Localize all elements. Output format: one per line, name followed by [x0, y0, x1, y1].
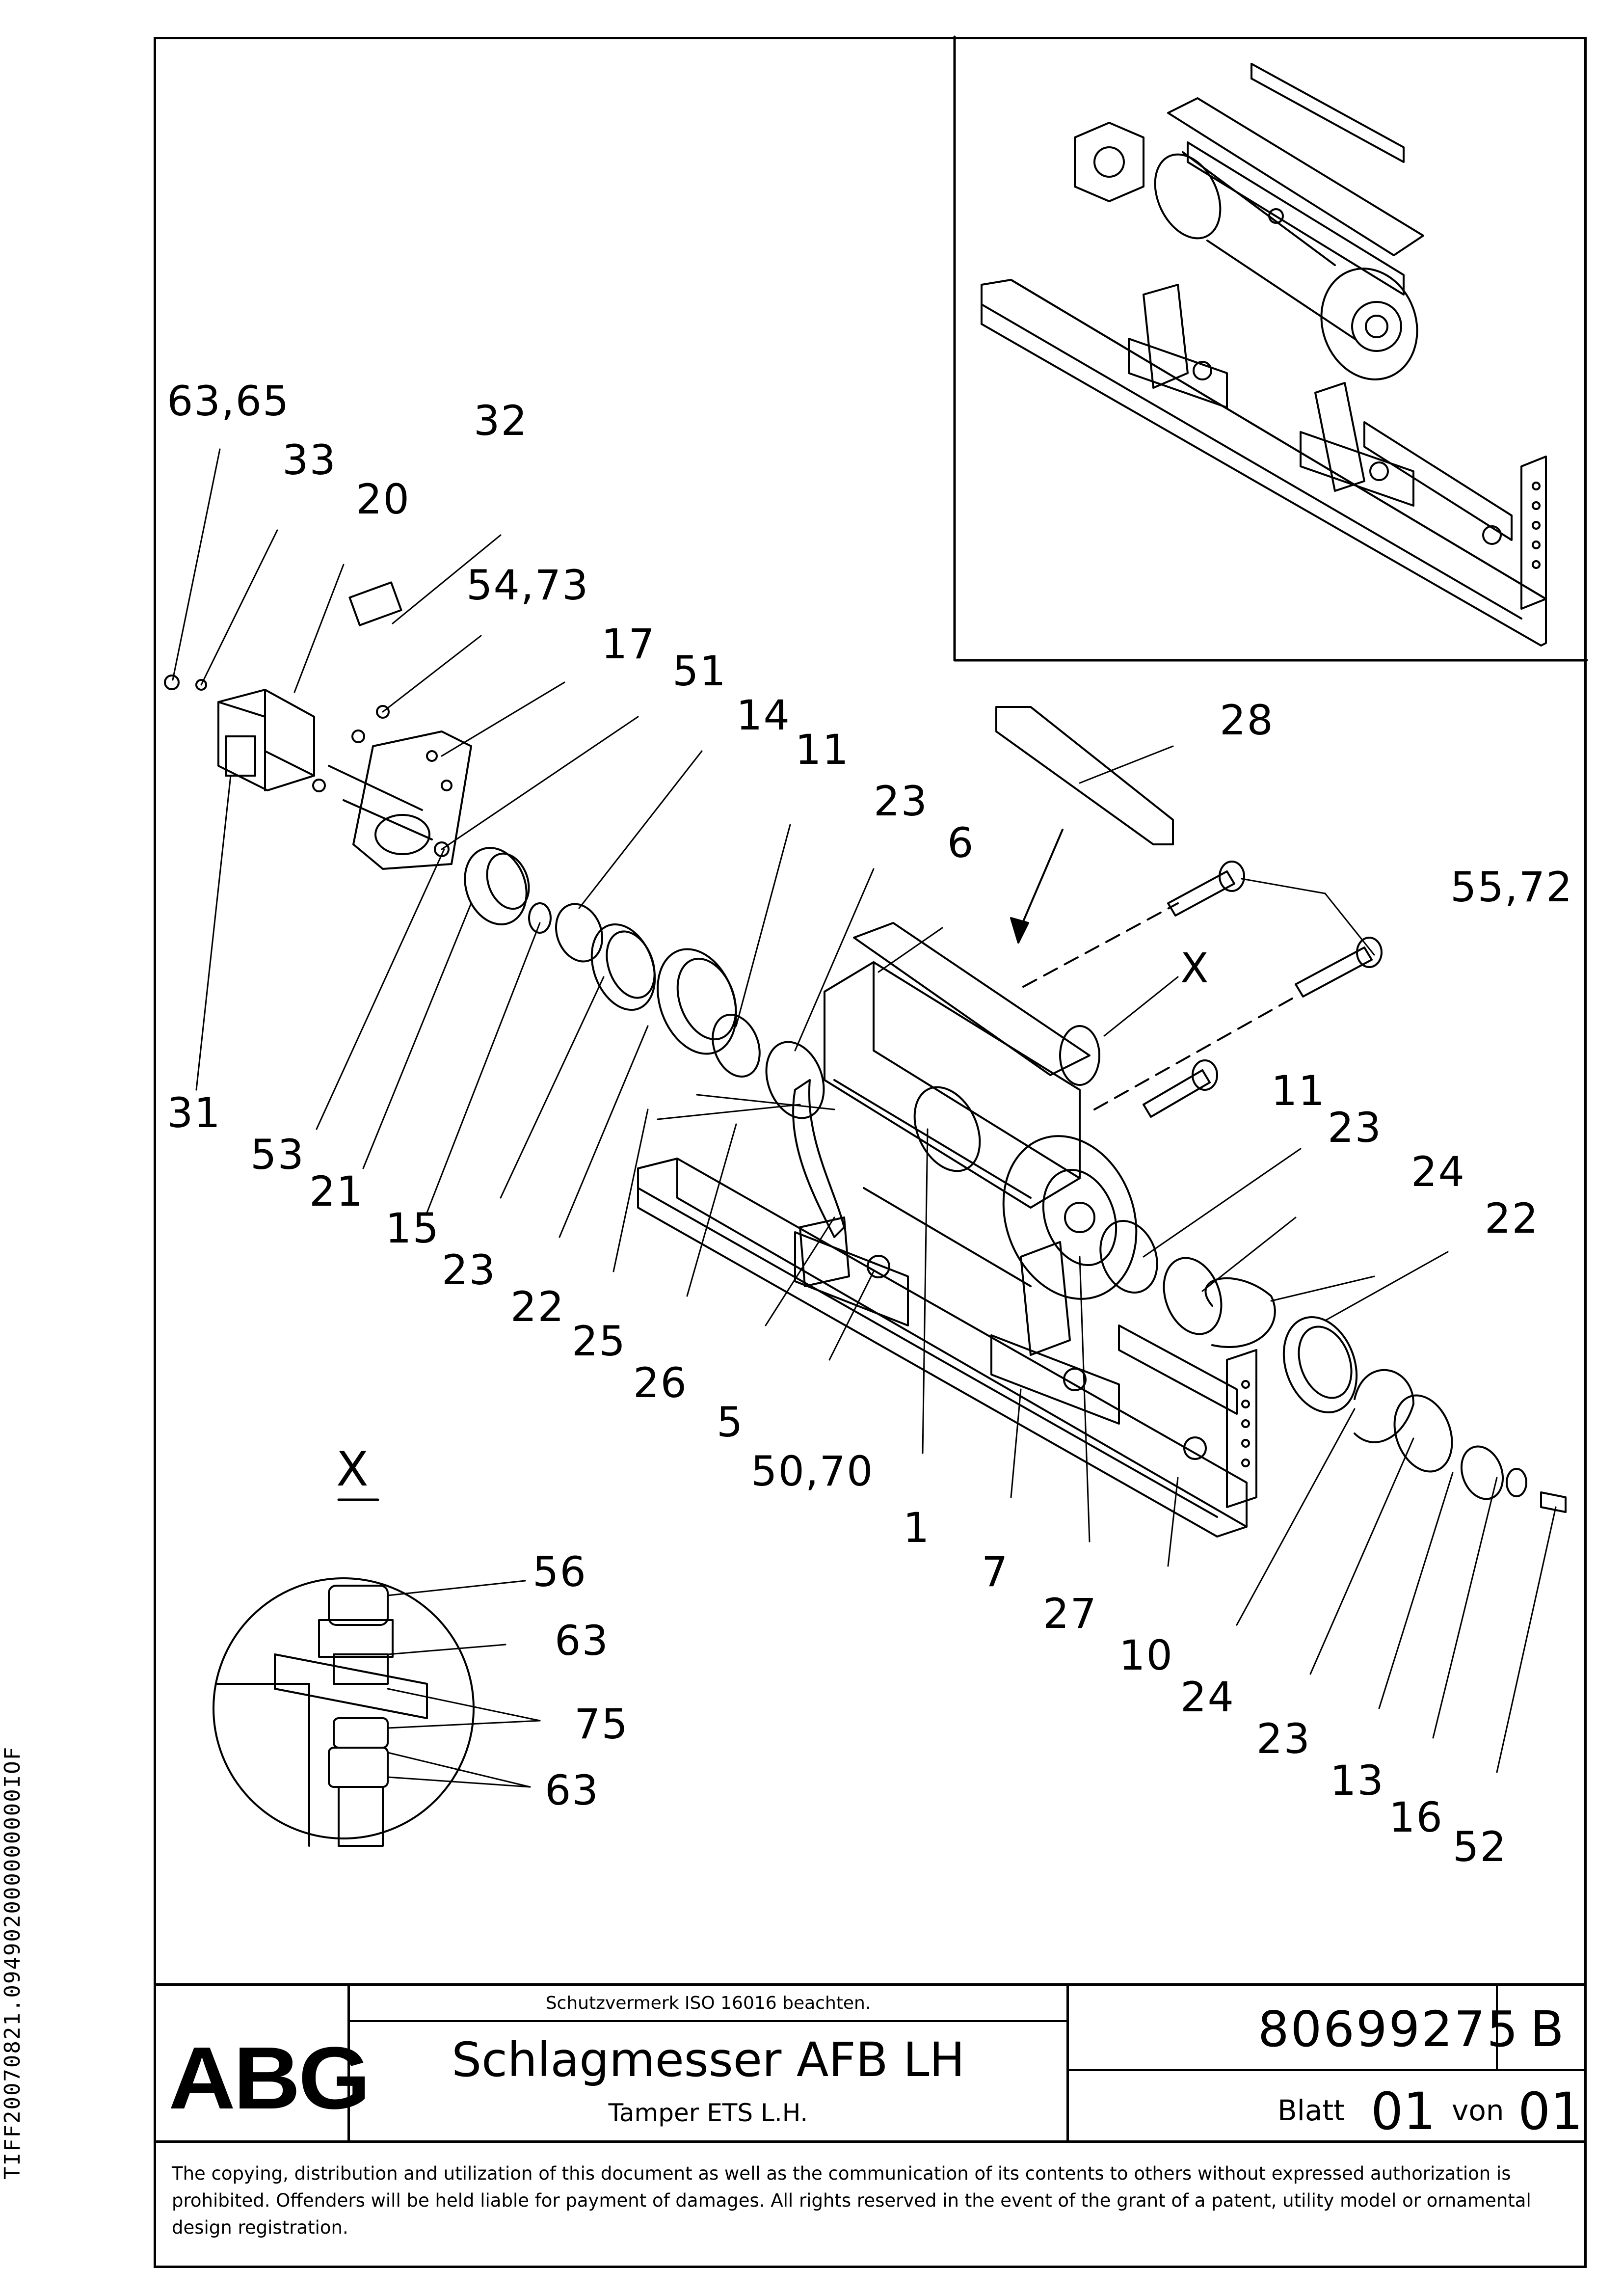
protection-note: Schutzvermerk ISO 16016 beachten.: [545, 1993, 871, 2013]
callout-24: 24: [1180, 1673, 1235, 1721]
callout-23c: 23: [1256, 1715, 1311, 1763]
callout-1: 1: [903, 1504, 931, 1552]
detail-x-label: X: [336, 1442, 370, 1497]
callout-25: 25: [572, 1317, 626, 1365]
callout-54-73: 54,73: [466, 561, 589, 609]
callout-63-65: 63,65: [167, 377, 290, 425]
overview-inset: [953, 35, 1588, 662]
callout-10: 10: [1119, 1631, 1173, 1679]
callout-55-72: 55,72: [1450, 863, 1573, 911]
drawing-title-english: Tamper ETS L.H.: [608, 2099, 808, 2127]
abg-logo: ABG: [168, 2029, 371, 2128]
callout-31: 31: [167, 1089, 221, 1137]
callout-50-70: 50,70: [751, 1447, 874, 1495]
leader-lines: [172, 448, 1557, 1773]
sheet-number: 01: [1371, 2081, 1436, 2141]
callout-33: 33: [282, 436, 337, 484]
callout-27: 27: [1043, 1590, 1097, 1638]
title-block: ABG Schutzvermerk ISO 16016 beachten. Sc…: [154, 1983, 1587, 2268]
callout-14: 14: [736, 691, 791, 739]
callout-23b: 23: [442, 1246, 496, 1294]
callout-13: 13: [1330, 1756, 1384, 1805]
callout-52: 52: [1453, 1823, 1507, 1871]
callout-21: 21: [309, 1167, 364, 1216]
drawing-frame: [154, 37, 1587, 2268]
callout-11b: 11: [1271, 1067, 1326, 1115]
callout-32: 32: [474, 397, 528, 445]
document-number: 80699275: [1258, 2000, 1519, 2058]
callout-23d: 23: [1328, 1104, 1382, 1152]
sheet-total: 01: [1518, 2081, 1583, 2141]
callout-24b: 24: [1411, 1148, 1465, 1196]
drawing-title-german: Schlagmesser AFB LH: [452, 2032, 965, 2087]
bearing-stack: [464, 847, 825, 1119]
bolts-55-72: [1022, 861, 1383, 1118]
callout-26: 26: [633, 1359, 688, 1407]
motor-assembly: [164, 581, 472, 870]
callout-23: 23: [874, 777, 928, 825]
detail-callout-63a: 63: [555, 1617, 609, 1665]
revision: B: [1530, 2000, 1564, 2058]
callout-22b: 22: [1485, 1194, 1539, 1243]
sheet-label: Blatt: [1277, 2094, 1345, 2127]
detail-callout-56: 56: [532, 1548, 587, 1596]
detail-callout-75: 75: [574, 1700, 629, 1748]
callout-17: 17: [601, 620, 656, 668]
detail-x: [213, 1498, 541, 1847]
callout-5: 5: [717, 1398, 744, 1446]
callout-15: 15: [385, 1204, 440, 1252]
callout-7: 7: [982, 1548, 1009, 1596]
callout-16: 16: [1389, 1793, 1443, 1841]
callout-11: 11: [795, 726, 850, 774]
right-bearing-stack: [1099, 1220, 1567, 1513]
of-label: von: [1452, 2094, 1504, 2127]
callout-51: 51: [672, 647, 727, 695]
callout-22: 22: [510, 1283, 565, 1331]
callout-20: 20: [356, 475, 410, 523]
callout-6: 6: [947, 819, 975, 867]
detail-callout-63b: 63: [545, 1766, 599, 1814]
tamper-frame: [637, 922, 1257, 1538]
legal-notice: The copying, distribution and utilizatio…: [172, 2163, 1531, 2238]
callout-53: 53: [250, 1131, 305, 1179]
callout-x: X: [1180, 944, 1210, 992]
callout-28: 28: [1220, 696, 1274, 744]
